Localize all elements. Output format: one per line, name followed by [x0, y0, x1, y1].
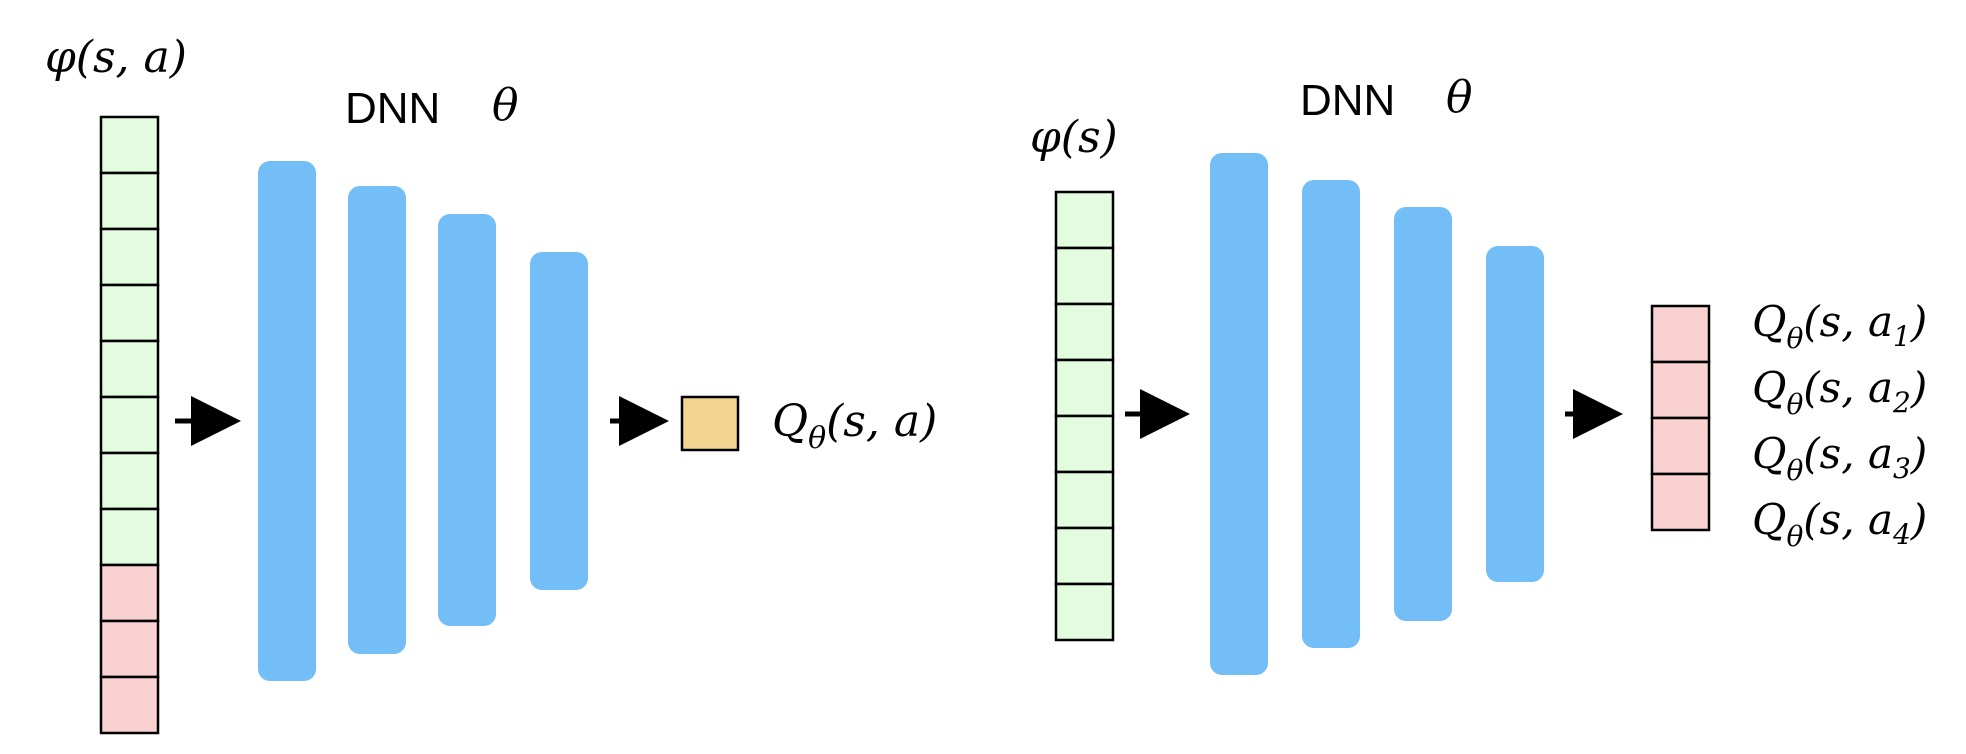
left-input-cell: [99, 171, 160, 231]
right-input-cell: [1054, 246, 1115, 306]
right-output-label-4: Qθ(s, a4): [1752, 495, 1927, 553]
left-dnn-label: DNN: [345, 84, 440, 133]
right-output-labels: Qθ(s, a1) Qθ(s, a2) Qθ(s, a3) Qθ(s, a4): [1752, 297, 1927, 553]
right-output-label-2: Qθ(s, a2): [1752, 363, 1927, 421]
left-input-cell: [99, 563, 160, 623]
right-dnn-param: θ: [1446, 72, 1473, 123]
left-output-cell: [680, 395, 740, 452]
right-input-cell: [1054, 302, 1115, 362]
right-input-cell: [1054, 582, 1115, 642]
right-layer-3: [1394, 207, 1452, 621]
left-input-cell: [99, 115, 160, 175]
right-layer-2: [1302, 180, 1360, 648]
right-input-cell: [1054, 526, 1115, 586]
right-input-cell: [1054, 414, 1115, 474]
right-input-cell: [1054, 190, 1115, 250]
left-layer-2: [348, 186, 406, 654]
left-layer-4: [530, 252, 588, 590]
left-input-vector: [99, 115, 160, 735]
right-layer-1: [1210, 153, 1268, 675]
right-layer-4: [1486, 246, 1544, 582]
right-output-cell: [1650, 360, 1711, 420]
right-output-cell: [1650, 472, 1711, 532]
left-input-cell: [99, 675, 160, 735]
left-layer-1: [258, 161, 316, 681]
right-input-cell: [1054, 470, 1115, 530]
right-network: φ(s) DNN θ Qθ(s, a1)Qθ(s, a2)Qθ(s, a3)Qθ…: [1030, 72, 1927, 675]
left-input-label: φ(s, a): [45, 32, 187, 83]
left-input-cell: [99, 395, 160, 455]
right-output-cell: [1650, 416, 1711, 476]
right-input-label: φ(s): [1030, 112, 1118, 163]
left-input-cell: [99, 507, 160, 567]
right-output-cell: [1650, 304, 1711, 364]
left-input-cell: [99, 283, 160, 343]
right-output-label-3: Qθ(s, a3): [1752, 429, 1927, 487]
left-input-cell: [99, 227, 160, 287]
left-input-cell: [99, 619, 160, 679]
right-output-vector: [1650, 304, 1711, 532]
right-input-cell: [1054, 358, 1115, 418]
right-input-vector: [1054, 190, 1115, 642]
left-network: φ(s, a) DNN θ Qθ(s, a): [45, 32, 937, 735]
left-dnn-layers: [258, 161, 588, 681]
right-dnn-label: DNN: [1300, 76, 1395, 125]
left-layer-3: [438, 214, 496, 626]
left-output-label: Qθ(s, a): [772, 396, 937, 456]
left-dnn-param: θ: [492, 80, 519, 131]
right-output-label-1: Qθ(s, a1): [1752, 297, 1927, 355]
left-input-cell: [99, 339, 160, 399]
left-input-cell: [99, 451, 160, 511]
right-dnn-layers: [1210, 153, 1544, 675]
